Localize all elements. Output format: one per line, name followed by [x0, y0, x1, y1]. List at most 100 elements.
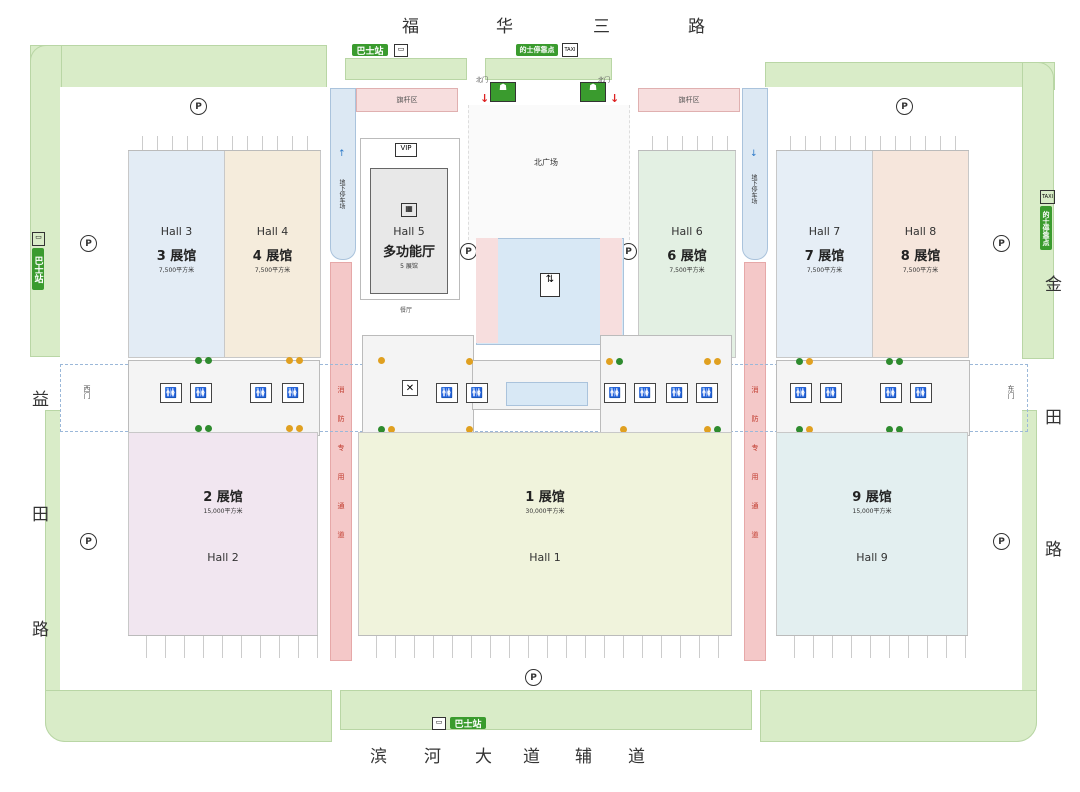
hall-4-cn: 4 展馆 [252, 249, 293, 264]
restroom-icon: 🚻 [282, 383, 304, 403]
vip-label: VIP [395, 143, 417, 157]
road-north-char-4: 路 [688, 17, 705, 37]
info-dot [466, 426, 473, 433]
hall-5-sub: 5 展馆 [400, 263, 418, 270]
hall-5-cn: 多功能厅 [382, 245, 435, 260]
road-north-char-2: 华 [496, 17, 513, 37]
parking-icon: P [80, 235, 97, 252]
hall-2-en: Hall 2 [207, 551, 239, 564]
info-dot [378, 426, 385, 433]
hall-1-en: Hall 1 [529, 551, 561, 564]
close-icon: ✕ [402, 380, 418, 396]
road-east-char-1: 金 [1045, 275, 1062, 295]
info-dot [796, 426, 803, 433]
bus-icon-north: ▭ [394, 44, 408, 57]
hall-4-en: Hall 4 [256, 225, 289, 238]
flag-zone-east: 旗杆区 [638, 88, 740, 112]
fire-lane-east: 消防专用通道 [744, 262, 766, 661]
hall-8[interactable]: Hall 8 8 展馆 7,500平方米 [872, 136, 969, 358]
hall-5-en: Hall 5 [393, 225, 425, 238]
bus-icon-west: ▭ [32, 232, 45, 246]
parking-icon: P [993, 235, 1010, 252]
restaurant-label: 餐厅 [400, 307, 413, 314]
hall-5-icon: ▦ [401, 203, 417, 217]
hall-1-area: 30,000平方米 [525, 508, 565, 515]
info-dot [205, 425, 212, 432]
hall-edge-south-center [358, 635, 732, 658]
info-dot [286, 425, 293, 432]
info-dot [616, 358, 623, 365]
hall-5[interactable]: ▦ Hall 5 多功能厅 5 展馆 [370, 168, 448, 294]
hall-6-en: Hall 6 [671, 225, 703, 238]
road-north-mid-left [345, 58, 467, 80]
north-gate-right-label: 北门 [598, 77, 611, 84]
north-plaza-label: 北广场 [534, 158, 558, 167]
road-west-char-2: 田 [32, 505, 49, 525]
hall-2[interactable]: 2 展馆 15,000平方米 Hall 2 [128, 432, 318, 658]
road-south-right [760, 690, 1037, 742]
hall-8-en: Hall 8 [904, 225, 937, 238]
road-west-char-3: 路 [32, 620, 49, 640]
info-dot [195, 357, 202, 364]
hall-9[interactable]: 9 展馆 15,000平方米 Hall 9 [776, 432, 968, 658]
info-dot [714, 426, 721, 433]
road-north-right [765, 62, 1055, 90]
hall-9-cn: 9 展馆 [852, 490, 892, 505]
north-plaza [468, 105, 630, 240]
parking-icon: P [80, 533, 97, 550]
parking-icon: P [525, 669, 542, 686]
bus-stop-south: 巴士站 [450, 717, 486, 730]
fire-lane-west: 消防专用通道 [330, 262, 352, 661]
hall-3[interactable]: Hall 3 3 展馆 7,500平方米 [128, 136, 225, 358]
restroom-icon: 🚻 [634, 383, 656, 403]
restroom-icon: 🚻 [436, 383, 458, 403]
road-south-char-2: 河 [424, 747, 441, 767]
hall-7-cn: 7 展馆 [804, 249, 845, 264]
parking-icon: P [620, 243, 637, 260]
road-south-left [45, 690, 332, 742]
restroom-icon: 🚻 [790, 383, 812, 403]
restroom-icon: 🚻 [820, 383, 842, 403]
hall-7-area: 7,500平方米 [806, 267, 843, 274]
road-south-char-4: 道 [523, 747, 540, 767]
hall-edge-north-east [776, 136, 969, 151]
hall-6[interactable]: Hall 6 6 展馆 7,500平方米 [638, 136, 736, 358]
underground-parking-label: 地下停车场 [338, 179, 345, 209]
hall-9-area: 15,000平方米 [852, 508, 892, 515]
hall-6-area: 7,500平方米 [669, 267, 705, 274]
restroom-icon: 🚻 [666, 383, 688, 403]
escalator-icon: ⇅ [540, 273, 560, 297]
hall-6-cn: 6 展馆 [667, 249, 707, 264]
restroom-icon: 🚻 [910, 383, 932, 403]
road-south-char-5: 辅 [575, 747, 592, 767]
hall-7[interactable]: Hall 7 7 展馆 7,500平方米 [776, 136, 873, 358]
info-dot [704, 358, 711, 365]
info-dot [886, 358, 893, 365]
info-dot [466, 358, 473, 365]
restroom-icon: 🚻 [190, 383, 212, 403]
road-west [30, 45, 62, 357]
road-north-char-3: 三 [593, 17, 610, 37]
hall-3-cn: 3 展馆 [156, 249, 197, 264]
info-dot [378, 357, 385, 364]
info-dot [195, 425, 202, 432]
hall-8-cn: 8 展馆 [900, 249, 941, 264]
metro-icon: ☗ [490, 82, 516, 102]
info-dot [886, 426, 893, 433]
parking-icon: P [896, 98, 913, 115]
taxi-icon-east: TAXI [1040, 190, 1055, 204]
info-dot [806, 358, 813, 365]
road-south-char-6: 道 [628, 747, 645, 767]
info-dot [704, 426, 711, 433]
hall-1[interactable]: 1 展馆 30,000平方米 Hall 1 [358, 432, 732, 658]
road-west-char-1: 益 [32, 390, 49, 410]
hall-4-area: 7,500平方米 [254, 267, 291, 274]
underground-parking-lane-west: ↑ 地下停车场 [330, 88, 356, 260]
hall-3-en: Hall 3 [160, 225, 193, 238]
restroom-icon: 🚻 [696, 383, 718, 403]
parking-icon: P [460, 243, 477, 260]
info-dot [806, 426, 813, 433]
road-south-mid [340, 690, 752, 730]
hall-4[interactable]: Hall 4 4 展馆 7,500平方米 [224, 136, 321, 358]
hall-9-en: Hall 9 [856, 551, 888, 564]
